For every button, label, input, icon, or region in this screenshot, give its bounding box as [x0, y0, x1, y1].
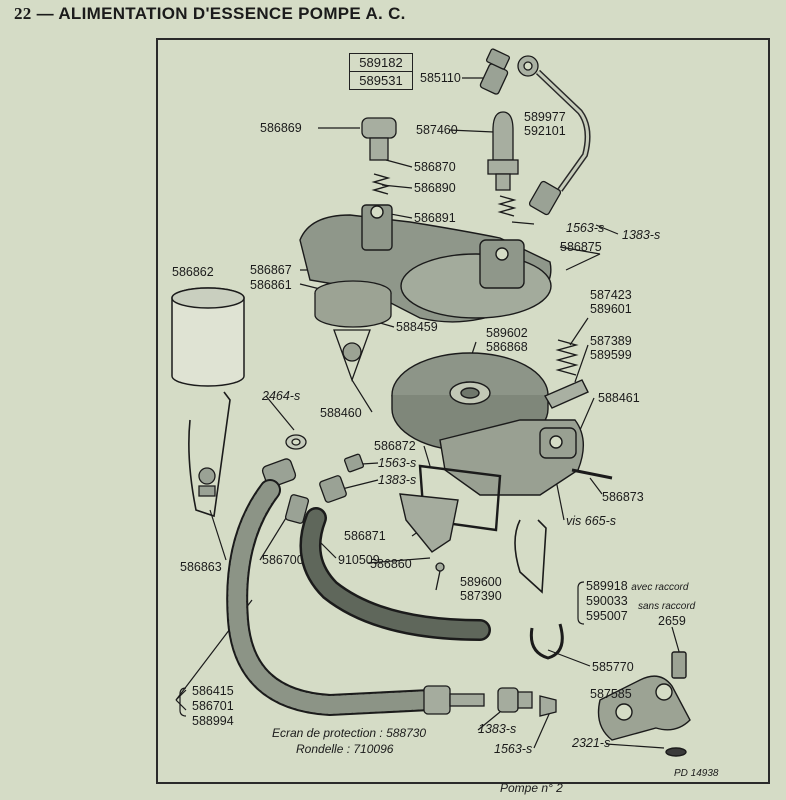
page-header: 22 — ALIMENTATION D'ESSENCE POMPE A. C. [14, 4, 406, 24]
part-number: 589599 [590, 348, 632, 362]
part-number: 592101 [524, 124, 566, 138]
caption-pompe: Pompe n° 2 [500, 781, 563, 795]
boxed-number: 589182 [359, 55, 403, 70]
part-number: 588460 [320, 406, 362, 420]
part-number: 1383-s [622, 228, 661, 242]
part-number: 586415 [192, 684, 234, 698]
part-number: 589601 [590, 302, 632, 316]
page-title: — ALIMENTATION D'ESSENCE POMPE A. C. [36, 4, 406, 23]
part-number: 587423 [590, 288, 632, 302]
part-number-value: 595007 [586, 609, 628, 623]
part-number: 589977 [524, 110, 566, 124]
page-number: 22 [14, 4, 32, 23]
part-number: 587585 [590, 687, 632, 701]
part-number: 586871 [344, 529, 386, 543]
part-number: 586862 [172, 265, 214, 279]
part-number: 586891 [414, 211, 456, 225]
part-number: 2464-s [262, 389, 301, 403]
part-number: 1563-s [494, 742, 533, 756]
part-number: 588994 [192, 714, 234, 728]
diagram-frame [156, 38, 770, 784]
part-number-value: 589918 [586, 579, 628, 593]
part-number: 586860 [370, 557, 412, 571]
part-number: 586700 [262, 553, 304, 567]
part-number: 586868 [486, 340, 528, 354]
part-number: 1563-s [566, 221, 605, 235]
part-number: 586701 [192, 699, 234, 713]
part-number: 586863 [180, 560, 222, 574]
part-number: 587389 [590, 334, 632, 348]
part-number: 586872 [374, 439, 416, 453]
part-number: 586875 [560, 240, 602, 254]
part-number: 586861 [250, 278, 292, 292]
part-number: 2321-s [572, 736, 611, 750]
part-number: 585770 [592, 660, 634, 674]
part-number: 586890 [414, 181, 456, 195]
part-number: 589602 [486, 326, 528, 340]
part-number: 586869 [260, 121, 302, 135]
caption-ecran: Ecran de protection : 588730 [272, 726, 427, 740]
part-number: 1383-s [378, 473, 417, 487]
part-number: 586867 [250, 263, 292, 277]
part-number: 587460 [416, 123, 458, 137]
part-number: 910509 [338, 553, 380, 567]
part-number: 590033 [586, 594, 628, 608]
note-avec-raccord: avec raccord [631, 582, 689, 593]
part-number: vis 665-s [566, 514, 617, 528]
caption-ref: PD 14938 [674, 768, 719, 779]
part-number: 589918 avec raccord [586, 579, 688, 595]
part-number: 585110 [420, 71, 461, 85]
part-number: 586870 [414, 160, 456, 174]
part-number: 586873 [602, 490, 644, 504]
part-number: 595007 [586, 609, 628, 623]
part-number: 588459 [396, 320, 438, 334]
note-sans-raccord: sans raccord [638, 601, 696, 612]
part-number: 1563-s [378, 456, 417, 470]
part-number: 1383-s [478, 722, 517, 736]
part-number: 587390 [460, 589, 502, 603]
part-number: 2659 [658, 614, 686, 628]
caption-rondelle: Rondelle : 710096 [296, 742, 394, 756]
part-number: 588461 [598, 391, 640, 405]
boxed-reference-numbers: 589182 589531 [349, 53, 413, 90]
boxed-number: 589531 [350, 71, 412, 89]
part-number: 589600 [460, 575, 502, 589]
